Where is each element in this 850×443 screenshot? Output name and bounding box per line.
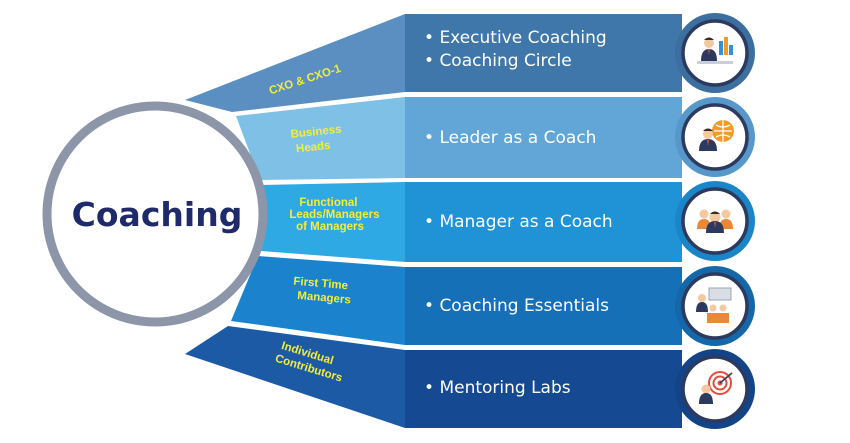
wedge-functional-leads <box>261 182 405 262</box>
program-coaching-circle: • Coaching Circle <box>424 51 572 71</box>
wedge-business-heads <box>236 97 405 180</box>
badge-cxo <box>675 13 755 93</box>
badge-business-heads <box>675 97 755 177</box>
center-title: Coaching <box>72 195 243 234</box>
bullet: • <box>424 128 439 148</box>
bar-first-time-managers <box>405 267 682 345</box>
tier-wedges <box>185 14 405 428</box>
leader-globe-icon <box>699 120 734 151</box>
bar-cxo <box>405 14 682 92</box>
target-person-icon <box>699 371 733 404</box>
bar-business-heads <box>405 97 682 178</box>
tier-label-first-time-managers: First Time Managers <box>292 276 353 307</box>
team-group-icon <box>697 209 733 233</box>
bullet: • <box>424 212 439 232</box>
bullet: • <box>424 28 439 48</box>
program-leader-as-coach: • Leader as a Coach <box>424 128 596 148</box>
tier-label-functional-leads: Functional Leads/Managers of Managers <box>289 197 382 233</box>
tier-label-business-heads: Business Heads <box>290 123 347 156</box>
bullet: • <box>424 296 439 316</box>
wedge-individual-contributors <box>185 326 405 428</box>
program-coaching-essentials: • Coaching Essentials <box>424 296 609 316</box>
bullet: • <box>424 51 439 71</box>
badge-functional-leads <box>675 181 755 261</box>
center-ring <box>42 101 268 327</box>
program-mentoring-labs: • Mentoring Labs <box>424 378 571 398</box>
bullet: • <box>424 378 439 398</box>
program-manager-as-coach: • Manager as a Coach <box>424 212 613 232</box>
bar-functional-leads <box>405 182 682 262</box>
wedge-cxo <box>185 14 405 112</box>
bar-individual-contributors <box>405 350 682 428</box>
badge-individual-contributors <box>675 349 755 429</box>
icon-badges <box>675 13 755 429</box>
program-bars <box>405 14 682 428</box>
center-hub: Coaching <box>42 101 268 327</box>
badge-first-time-managers <box>675 266 755 346</box>
program-executive-coaching: • Executive Coaching <box>424 28 607 48</box>
wedge-first-time-managers <box>231 256 405 345</box>
program-texts: • Executive Coaching • Coaching Circle •… <box>424 28 613 398</box>
executive-presentation-icon <box>697 37 733 64</box>
trainer-audience-icon <box>696 287 732 323</box>
